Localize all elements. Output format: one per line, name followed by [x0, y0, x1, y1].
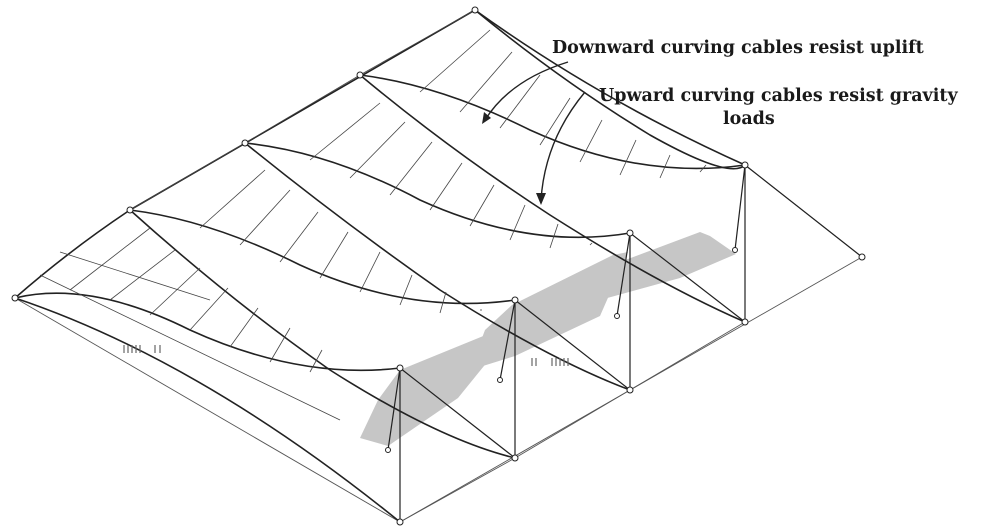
- shadow-bay-middle: [470, 252, 628, 370]
- upward-cables-label-line1: Upward curving cables resist gravity: [599, 86, 958, 106]
- edge-arch-1: [14, 209, 131, 299]
- shadow-bay-front: [360, 330, 505, 446]
- ground-outline: [14, 164, 863, 523]
- valley-cable-4: [359, 74, 746, 170]
- arrow-downward-cables: [484, 61, 569, 121]
- ground-edge-left: [14, 297, 401, 523]
- arrowhead-upward: [536, 193, 546, 205]
- ground-shadows: [360, 232, 736, 446]
- nodes: [11, 6, 866, 526]
- arrow-upward-cables: [540, 91, 586, 201]
- valley-cable-2: [129, 209, 516, 305]
- ridge-cable-1: [129, 209, 516, 459]
- shadow-bay-back: [590, 232, 736, 300]
- ground-bay-line-3: [629, 321, 746, 391]
- ground-bay-line-2: [514, 389, 631, 459]
- ground-bay-line-1: [399, 457, 516, 523]
- valley-cable-3: [244, 142, 631, 239]
- annotation-arrows: [482, 61, 586, 205]
- membrane-seams: [39, 9, 707, 421]
- scale-figures: [123, 345, 569, 366]
- downward-cables-label: Downward curving cables resist uplift: [552, 38, 924, 58]
- ridge-cable-4: [474, 9, 746, 170]
- ridge-cable-3: [359, 74, 746, 323]
- upward-cables-label-line2: loads: [723, 109, 775, 129]
- back-ridge-end: [474, 9, 746, 166]
- masts: [387, 164, 863, 522]
- ridge-cable-2: [244, 142, 631, 391]
- arrowhead-downward: [482, 112, 491, 124]
- edge-arch-front-1: [14, 297, 401, 523]
